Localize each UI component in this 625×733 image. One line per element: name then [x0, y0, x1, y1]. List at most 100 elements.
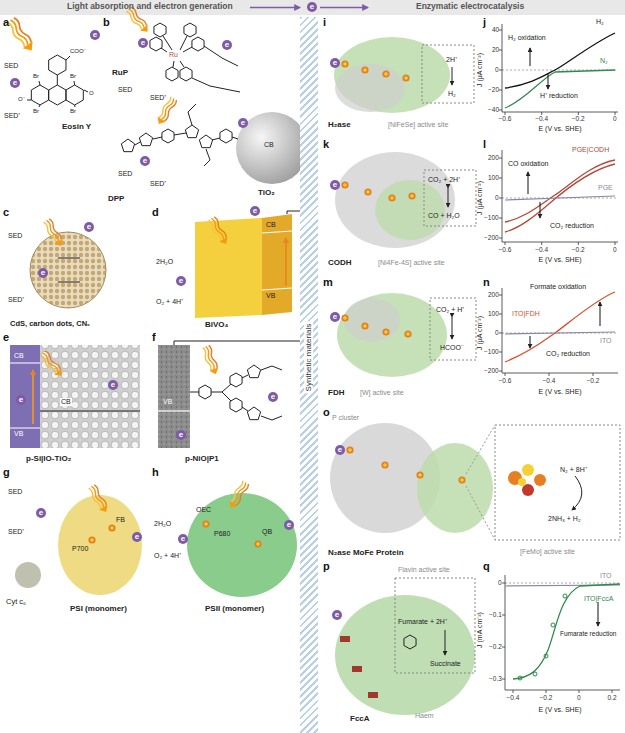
text-label: ITO|FccA [584, 595, 613, 603]
axis-tick: −200 [484, 234, 499, 241]
electron-marker: e [284, 520, 294, 530]
panel-letter: m [323, 276, 333, 289]
text-label: VB [14, 430, 23, 438]
text-label: CB [266, 221, 276, 229]
text-label: SED⁺ [8, 296, 24, 304]
node-text: Enzymatic electrocatalysis [416, 2, 524, 12]
text-label: ITO [600, 572, 612, 580]
text-label: J (μA cm⁻²) [476, 181, 484, 215]
text-label: CO₂ reduction [546, 350, 590, 358]
text-label: Fumarate reduction [560, 630, 616, 637]
panel-letter: d [152, 206, 159, 219]
electron-marker: e [250, 206, 260, 216]
text-label: CB [14, 352, 24, 360]
text-label: FccA [350, 714, 370, 723]
text-label: E (V vs. SHE) [539, 256, 582, 264]
axis-tick: 0 [577, 694, 581, 701]
materials-band: Synthetic materials [300, 17, 318, 733]
axis-tick: 0 [495, 194, 499, 201]
text-label: Br [70, 73, 76, 80]
text-label: SED [8, 232, 22, 240]
eosin-structure [27, 55, 88, 107]
text-label: CB [60, 398, 72, 406]
axis-tick: −0.4 [543, 377, 556, 384]
panel-letter: g [3, 466, 10, 479]
panel-letter: a [3, 16, 9, 29]
text-label: J (mA cm⁻²) [476, 612, 484, 648]
text-label: N₂ase MoFe Protein [328, 548, 404, 557]
text-label: CO₂ + H⁺ [436, 306, 464, 314]
electron-marker: e [178, 534, 188, 544]
axis-tick: −0.6 [499, 246, 512, 253]
text-label: HCOO⁻ [440, 344, 463, 352]
text-label: SED⁺ [8, 528, 24, 536]
text-label: PSI (monomer) [70, 604, 127, 613]
text-label: Eosin Y [62, 122, 91, 131]
panel-letter: l [483, 138, 486, 151]
axis-tick: −0.6 [499, 377, 512, 384]
panel-letter: e [3, 331, 9, 344]
text-label: Fumarate + 2H⁺ [398, 618, 447, 626]
text-label: SED⁺ [150, 94, 166, 102]
panel-letter: f [152, 331, 156, 344]
text-label: P cluster [332, 414, 359, 422]
text-label: O₂ + 4H⁺ [156, 298, 183, 306]
nio-electrode [158, 341, 300, 448]
bivo4-block [195, 211, 300, 318]
text-label: VB [163, 398, 172, 406]
text-label: P700 [72, 545, 88, 553]
text-label: SED [8, 488, 22, 496]
chart-j [499, 24, 618, 115]
axis-tick: −0.3 [489, 675, 502, 682]
psi-electrode [10, 345, 140, 448]
axis-tick: −0.2 [587, 377, 600, 384]
electron-marker: e [176, 276, 186, 286]
text-label: CB [264, 141, 274, 149]
electron-marker: e [330, 312, 340, 322]
text-label: CdS, carbon dots, CNₓ [10, 320, 90, 329]
tio2-particle [236, 112, 308, 184]
panel-letter: c [3, 206, 9, 219]
axis-tick: −100 [484, 348, 499, 355]
axis-tick: −0.6 [499, 115, 512, 122]
electron-marker: e [222, 40, 232, 50]
panel-letter: j [483, 16, 486, 29]
axis-tick: 0 [498, 579, 502, 586]
psi-protein [58, 495, 142, 595]
electron-marker: e [10, 78, 20, 88]
fdh [337, 293, 476, 377]
text-label: ITO [600, 337, 612, 345]
text-label: H₂ [596, 18, 604, 26]
text-label: CO oxidation [508, 160, 548, 168]
text-label: E (V vs. SHE) [539, 125, 582, 133]
axis-tick: −0.4 [535, 115, 548, 122]
text-label: [FeMo] active site [520, 548, 575, 556]
text-label: [W] active site [360, 389, 404, 397]
panel-letter: b [103, 16, 110, 29]
text-label: p-Si|IO-TiO₂ [26, 454, 71, 463]
panel-letter: q [483, 560, 490, 573]
text-label: O⁻ [18, 96, 25, 103]
text-label: Succinate [430, 660, 461, 668]
text-label: Br [70, 108, 76, 115]
text-label: E (V vs. SHE) [539, 706, 582, 714]
text-label: SED [118, 86, 132, 94]
electron-marker: e [138, 38, 148, 48]
axis-tick: 0 [613, 246, 617, 253]
text-label: 2H₂O [154, 520, 171, 528]
text-label: P680 [214, 530, 230, 538]
text-label: [Ni4Fe-4S] active site [378, 259, 445, 267]
axis-tick: −0.2 [540, 694, 553, 701]
text-label: SED [4, 62, 18, 70]
electron-marker: e [330, 58, 340, 68]
text-label: OEC [196, 506, 211, 514]
axis-tick: −200 [484, 367, 499, 374]
axis-tick: −40 [488, 106, 499, 113]
axis-tick: −20 [488, 86, 499, 93]
text-label: SED⁺ [4, 112, 20, 120]
panel-letter: n [483, 276, 490, 289]
chart-l [499, 150, 618, 245]
text-label: PGE|CODH [572, 146, 609, 154]
text-label: 2H₂O [156, 258, 173, 266]
